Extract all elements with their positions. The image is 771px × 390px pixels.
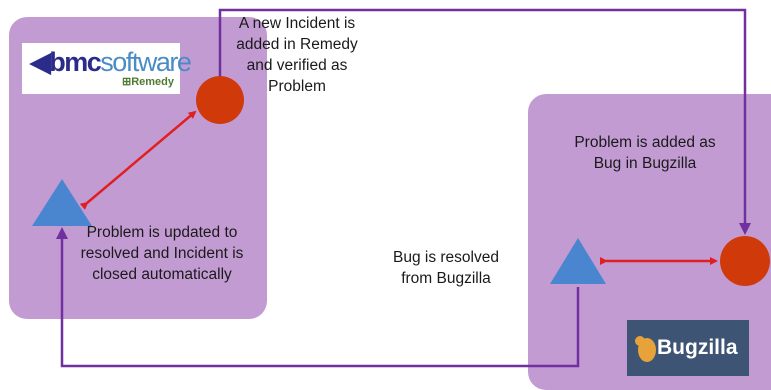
sync-arrow-remedy xyxy=(79,110,197,210)
bugzilla-wordmark: Bugzilla xyxy=(657,336,738,359)
incident-circle xyxy=(196,76,244,124)
flow-arrow-to-bugzilla xyxy=(218,8,751,235)
bugzilla-bug-circle xyxy=(720,236,770,286)
bmc-remedy-logo: ◀bmcsoftware ⊞Remedy xyxy=(22,43,192,94)
incident-added-label: A new Incident is added in Remedy and ve… xyxy=(236,15,358,95)
bug-resolved-label: Bug is resolved from Bugzilla xyxy=(393,249,499,287)
remedy-sublogo: ⊞Remedy xyxy=(121,76,174,88)
remedy-problem-triangle xyxy=(32,179,92,226)
bugzilla-resolved-triangle xyxy=(550,238,606,284)
flow-arrow-back-to-remedy xyxy=(56,227,580,368)
bug-icon xyxy=(635,336,656,362)
problem-added-label: Problem is added as Bug in Bugzilla xyxy=(574,134,716,172)
bmc-logo-wordmark: ◀bmcsoftware xyxy=(30,47,192,77)
problem-updated-label: Problem is updated to resolved and Incid… xyxy=(80,224,244,283)
bugzilla-logo: Bugzilla xyxy=(627,320,749,376)
